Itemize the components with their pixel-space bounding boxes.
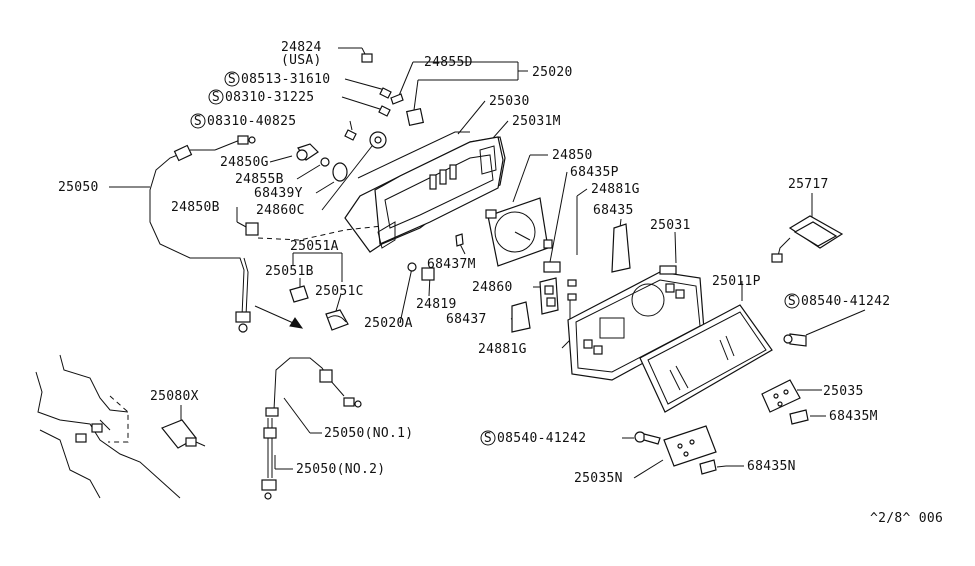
label-25050-no2: 25050(NO.2) [296, 462, 385, 477]
label-08310-31225: 08310-31225 [225, 90, 314, 105]
label-24855d: 24855D [424, 55, 473, 70]
part-68435 [611, 223, 631, 273]
label-25031m: 25031M [512, 114, 561, 129]
label-24860: 24860 [472, 280, 513, 295]
leader-lines [109, 47, 866, 479]
svg-text:S: S [194, 114, 202, 129]
part-24819-cap [421, 267, 435, 281]
part-screws-group [344, 87, 425, 141]
s-marker-2: S [208, 89, 224, 105]
part-25717-hood [771, 215, 844, 263]
part-transmission-sketch [35, 354, 181, 499]
label-25020: 25020 [532, 65, 573, 80]
part-68437-plate [511, 301, 531, 333]
part-25035-bracket [761, 379, 801, 413]
label-25051a: 25051A [290, 239, 339, 254]
s-marker-5: S [480, 430, 496, 446]
part-screw-08540-bottom [634, 431, 661, 445]
s-marker-1: S [224, 71, 240, 87]
part-25051-sensor [289, 285, 349, 331]
part-25050-no2-cable [261, 418, 277, 500]
s-marker-3: S [190, 113, 206, 129]
label-08513-31610: 08513-31610 [241, 72, 330, 87]
part-68439y-lens [332, 162, 348, 182]
label-25050: 25050 [58, 180, 99, 195]
svg-text:S: S [484, 431, 492, 446]
s-marker-4: S [784, 293, 800, 309]
label-68437: 68437 [446, 312, 487, 327]
label-08540-41242-top: 08540-41242 [801, 294, 890, 309]
label-24881g-bottom: 24881G [478, 342, 527, 357]
part-24855b-bulb [320, 157, 330, 167]
label-68435p: 68435P [570, 165, 619, 180]
part-24824-clip [361, 53, 373, 63]
label-08310-40825: 08310-40825 [207, 114, 296, 129]
label-24819: 24819 [416, 297, 457, 312]
label-25051c: 25051C [315, 284, 364, 299]
svg-text:S: S [788, 294, 796, 309]
part-25035n-bracket [663, 425, 717, 467]
label-25035: 25035 [823, 384, 864, 399]
label-25035n: 25035N [574, 471, 623, 486]
label-25011p: 25011P [712, 274, 761, 289]
label-25051b: 25051B [265, 264, 314, 279]
label-68435n: 68435N [747, 459, 796, 474]
part-small-lights [539, 277, 577, 315]
label-25020a: 25020A [364, 316, 413, 331]
reference-code: ^2/8^ 006 [870, 511, 943, 526]
label-24855b: 24855B [235, 172, 284, 187]
part-25020a-screw [407, 262, 417, 272]
label-24860c: 24860C [256, 203, 305, 218]
part-25050-no1-cable [265, 357, 362, 417]
part-25080x-transducer [161, 419, 206, 449]
part-25011p-lens [639, 304, 773, 413]
label-24824: 24824 [281, 40, 322, 55]
part-24850-speedometer [485, 197, 553, 267]
svg-text:S: S [228, 72, 236, 87]
part-24850g-bulb [296, 143, 319, 161]
part-labels: 24824 (USA) 24855D 25020 08513-31610 083… [58, 40, 943, 526]
label-25080x: 25080X [150, 389, 199, 404]
label-24850b: 24850B [171, 200, 220, 215]
part-68435n-label [699, 459, 717, 475]
label-68439y: 68439Y [254, 186, 303, 201]
label-25717: 25717 [788, 177, 829, 192]
label-68437m: 68437M [427, 257, 476, 272]
label-68435: 68435 [593, 203, 634, 218]
part-25031m-seal [357, 131, 470, 179]
part-68435m-label [789, 409, 809, 425]
part-68437m-small [455, 233, 464, 247]
direction-arrow [254, 305, 304, 329]
label-24850g: 24850G [220, 155, 269, 170]
part-screw-08540-top [783, 333, 807, 347]
label-25050-no1: 25050(NO.1) [324, 426, 413, 441]
label-24850: 24850 [552, 148, 593, 163]
label-25030: 25030 [489, 94, 530, 109]
label-08540-41242-bottom: 08540-41242 [497, 431, 586, 446]
label-68435m: 68435M [829, 409, 878, 424]
part-25050-cable [149, 135, 383, 333]
label-usa: (USA) [281, 53, 322, 68]
part-25030-housing [344, 131, 506, 253]
part-68435p [543, 261, 561, 273]
label-24881g-top: 24881G [591, 182, 640, 197]
svg-text:S: S [212, 90, 220, 105]
label-25031: 25031 [650, 218, 691, 233]
